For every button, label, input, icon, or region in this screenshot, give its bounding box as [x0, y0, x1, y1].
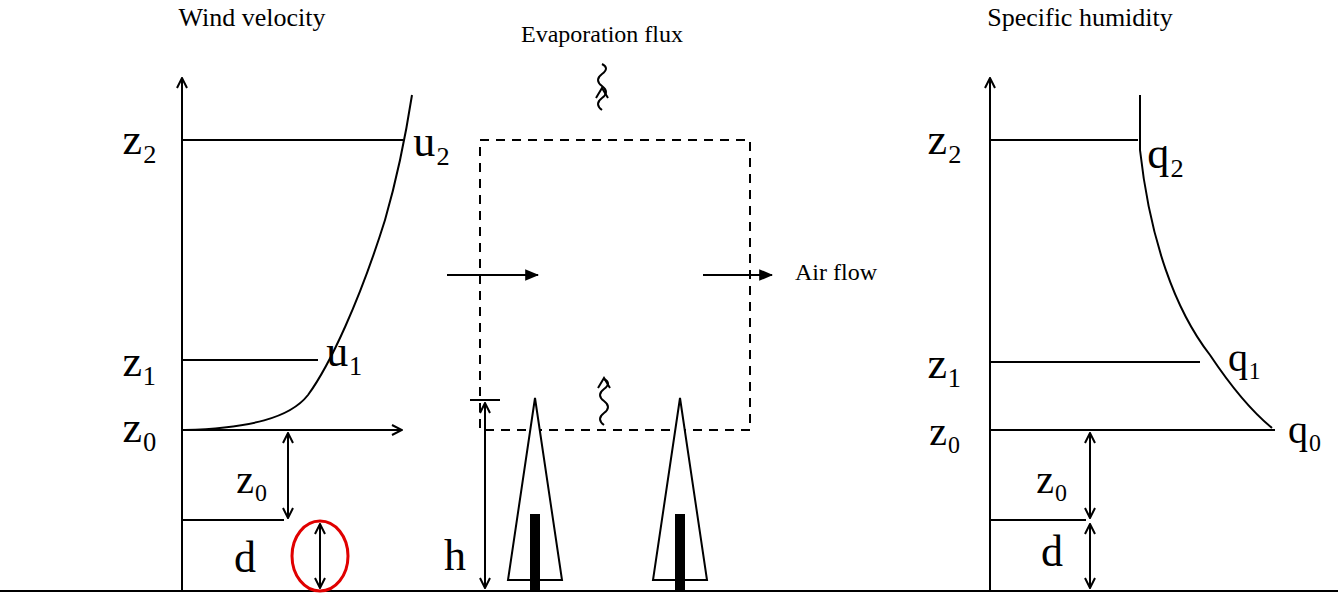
height-symbol: z₂	[123, 118, 158, 162]
flux-label: Evaporation flux	[521, 22, 683, 46]
height-symbol: z₁	[928, 342, 963, 386]
velocity-profile	[185, 95, 412, 430]
dimension-label: z₀	[1036, 460, 1068, 500]
value-symbol: q₂	[1147, 132, 1184, 176]
flux-squiggle	[596, 88, 608, 98]
level-line	[990, 139, 1138, 141]
flow-arrow	[447, 274, 538, 276]
tree-trunk	[676, 515, 684, 590]
dimension-label: z₀	[236, 460, 268, 500]
level-line	[182, 139, 403, 141]
height-symbol: z₂	[928, 118, 963, 162]
dimension-arrow	[1089, 524, 1091, 588]
axis-title: Specific humidity	[987, 5, 1173, 31]
flux-squiggle	[600, 379, 608, 425]
dimension-label: h	[444, 534, 466, 578]
level-line	[470, 399, 500, 401]
value-symbol: q₀	[1288, 410, 1322, 450]
dimension-label: d	[1041, 530, 1063, 574]
level-line	[182, 359, 318, 361]
height-symbol: z₀	[123, 406, 158, 450]
control-volume	[480, 140, 750, 430]
tree-trunk	[531, 515, 539, 590]
height-symbol: z₀	[929, 412, 961, 452]
dimension-arrow	[319, 524, 321, 588]
flow-arrow	[703, 274, 772, 276]
height-symbol: z₁	[123, 340, 158, 384]
flow-label: Air flow	[795, 260, 877, 284]
height-axis	[181, 78, 183, 591]
value-symbol: q₁	[1228, 338, 1262, 378]
dimension-arrow	[484, 403, 486, 588]
level-line	[182, 519, 284, 521]
ground-line	[0, 590, 1338, 592]
level-line	[990, 361, 1200, 363]
humidity-profile	[1140, 95, 1272, 428]
level-line	[990, 519, 1086, 521]
flux-squiggle	[598, 378, 610, 388]
dimension-arrow	[1089, 433, 1091, 518]
axis-title: Wind velocity	[179, 5, 326, 31]
dimension-label: d	[234, 536, 256, 580]
dimension-arrow	[287, 433, 289, 518]
value-symbol: u₂	[413, 120, 450, 164]
level-line	[990, 429, 1275, 431]
height-axis	[989, 78, 991, 591]
value-symbol: u₁	[326, 330, 363, 374]
highlight-circle	[292, 521, 348, 591]
